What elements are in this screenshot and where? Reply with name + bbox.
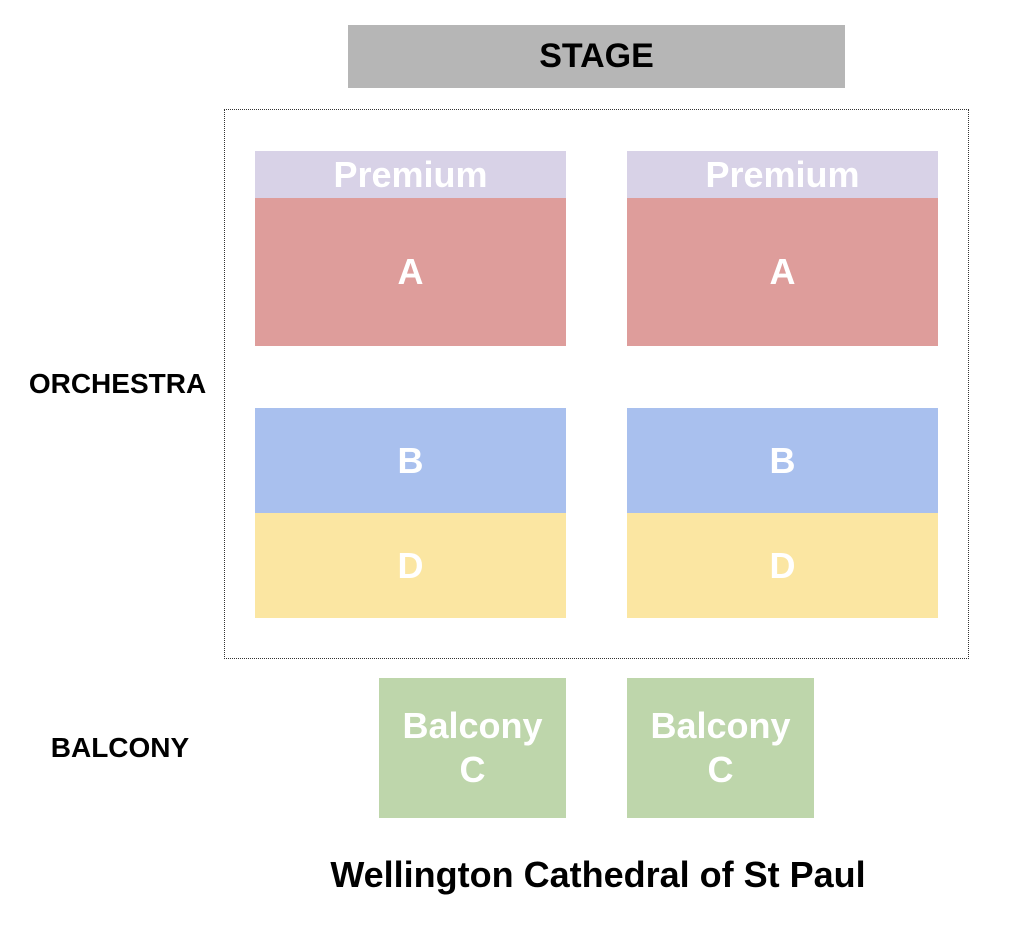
stage: STAGE (348, 25, 845, 88)
orchestra-label: ORCHESTRA (28, 368, 207, 399)
section-a-left[interactable]: A (255, 198, 566, 346)
section-b-left[interactable]: B (255, 408, 566, 513)
section-premium-right[interactable]: Premium (627, 151, 938, 198)
section-d-left[interactable]: D (255, 513, 566, 618)
balcony-line1: Balcony (650, 705, 791, 746)
balcony-line1: Balcony (402, 705, 543, 746)
section-balcony-c-right[interactable]: Balcony C (627, 678, 814, 818)
section-a-right[interactable]: A (627, 198, 938, 346)
section-balcony-c-left[interactable]: Balcony C (379, 678, 566, 818)
balcony-line2: C (707, 749, 734, 790)
orchestra-boundary (224, 109, 969, 659)
balcony-label: BALCONY (50, 732, 190, 763)
stage-label: STAGE (539, 37, 654, 75)
section-b-right[interactable]: B (627, 408, 938, 513)
section-d-right[interactable]: D (627, 513, 938, 618)
venue-name: Wellington Cathedral of St Paul (330, 854, 866, 895)
balcony-line2: C (459, 749, 486, 790)
section-premium-left[interactable]: Premium (255, 151, 566, 198)
